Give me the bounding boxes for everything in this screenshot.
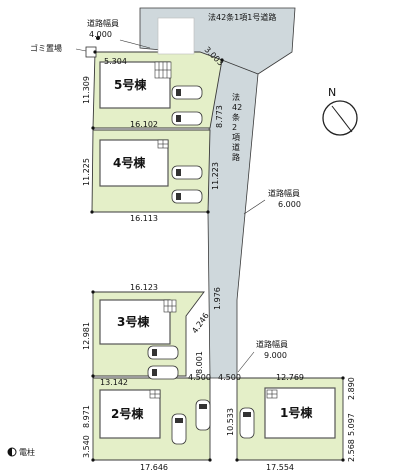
dim-8001: 8.001: [195, 351, 204, 374]
road-width-value-mid: 6.000: [278, 200, 301, 209]
private-road-char: 条: [232, 112, 240, 122]
dim-8971: 8.971: [82, 405, 91, 428]
stair-icon: [149, 389, 161, 399]
stair-icon: [157, 139, 169, 149]
dim-3540: 3.540: [82, 435, 91, 458]
road-width-value-top: 4.000: [89, 30, 112, 39]
dim-5304: 5.304: [104, 57, 127, 66]
dim-11225: 11.225: [82, 158, 91, 186]
private-road-char: 2: [232, 123, 237, 132]
private-road-char: 法: [232, 92, 240, 102]
private-road-char: 項: [232, 133, 240, 142]
redaction-box: [157, 17, 195, 55]
dim-4246: 4.246: [190, 311, 211, 335]
dim-4500a: 4.500: [188, 373, 211, 382]
dim-2890: 2.890: [347, 377, 356, 400]
car-windows: [152, 89, 251, 423]
dim-12769: 12.769: [276, 373, 304, 382]
road-width-title-mid: 道路幅員: [268, 188, 300, 198]
building-label-5: 5号棟: [114, 77, 147, 92]
dim-8773: 8.773: [215, 105, 224, 128]
dim-12981: 12.981: [82, 322, 91, 350]
survey-points: [90, 50, 345, 462]
pole-marker: [96, 36, 100, 40]
garbage-label: ゴミ置場: [30, 43, 62, 53]
building-label-1: 1号棟: [280, 405, 313, 420]
pole-icon-half: [8, 448, 12, 456]
building-label-2: 2号棟: [111, 406, 144, 421]
stair-icons: [149, 61, 278, 399]
dim-11309: 11.309: [82, 76, 91, 104]
north-compass: N: [322, 86, 358, 136]
dim-16123: 16.123: [130, 283, 158, 292]
private-road-char: 道: [232, 142, 240, 152]
building-4: [99, 139, 169, 187]
road-width-title-top: 道路幅員: [87, 18, 119, 28]
dim-5097: 5.097: [347, 413, 356, 436]
building-3: [99, 299, 171, 345]
compass-icon: [322, 100, 358, 136]
stair-icon: [154, 61, 172, 79]
private-road-char: 路: [232, 152, 240, 162]
dim-11223: 11.223: [211, 162, 220, 190]
dim-4500b: 4.500: [218, 373, 241, 382]
dim-17646: 17.646: [140, 463, 168, 472]
dim-13142: 13.142: [100, 378, 128, 387]
dim-2568: 2.568: [347, 439, 356, 462]
pole-label: 電柱: [19, 447, 35, 457]
private-road-char: 42: [232, 103, 242, 112]
road-label-top-right: 法42条1項1号道路: [208, 12, 276, 22]
building-label-4: 4号棟: [113, 155, 146, 170]
dim-17554: 17.554: [266, 463, 294, 472]
compass-north-label: N: [328, 86, 336, 99]
dim-10533: 10.533: [226, 408, 235, 436]
building-label-3: 3号棟: [117, 314, 150, 329]
road-width-title-low: 道路幅員: [256, 339, 288, 349]
leader-lines: [75, 39, 266, 373]
dim-1976: 1.976: [213, 287, 222, 310]
stair-icon: [163, 299, 177, 313]
stair-icon: [266, 389, 278, 399]
dim-16113: 16.113: [130, 214, 158, 223]
dim-16102: 16.102: [130, 120, 158, 129]
road-width-value-low: 9.000: [264, 351, 287, 360]
